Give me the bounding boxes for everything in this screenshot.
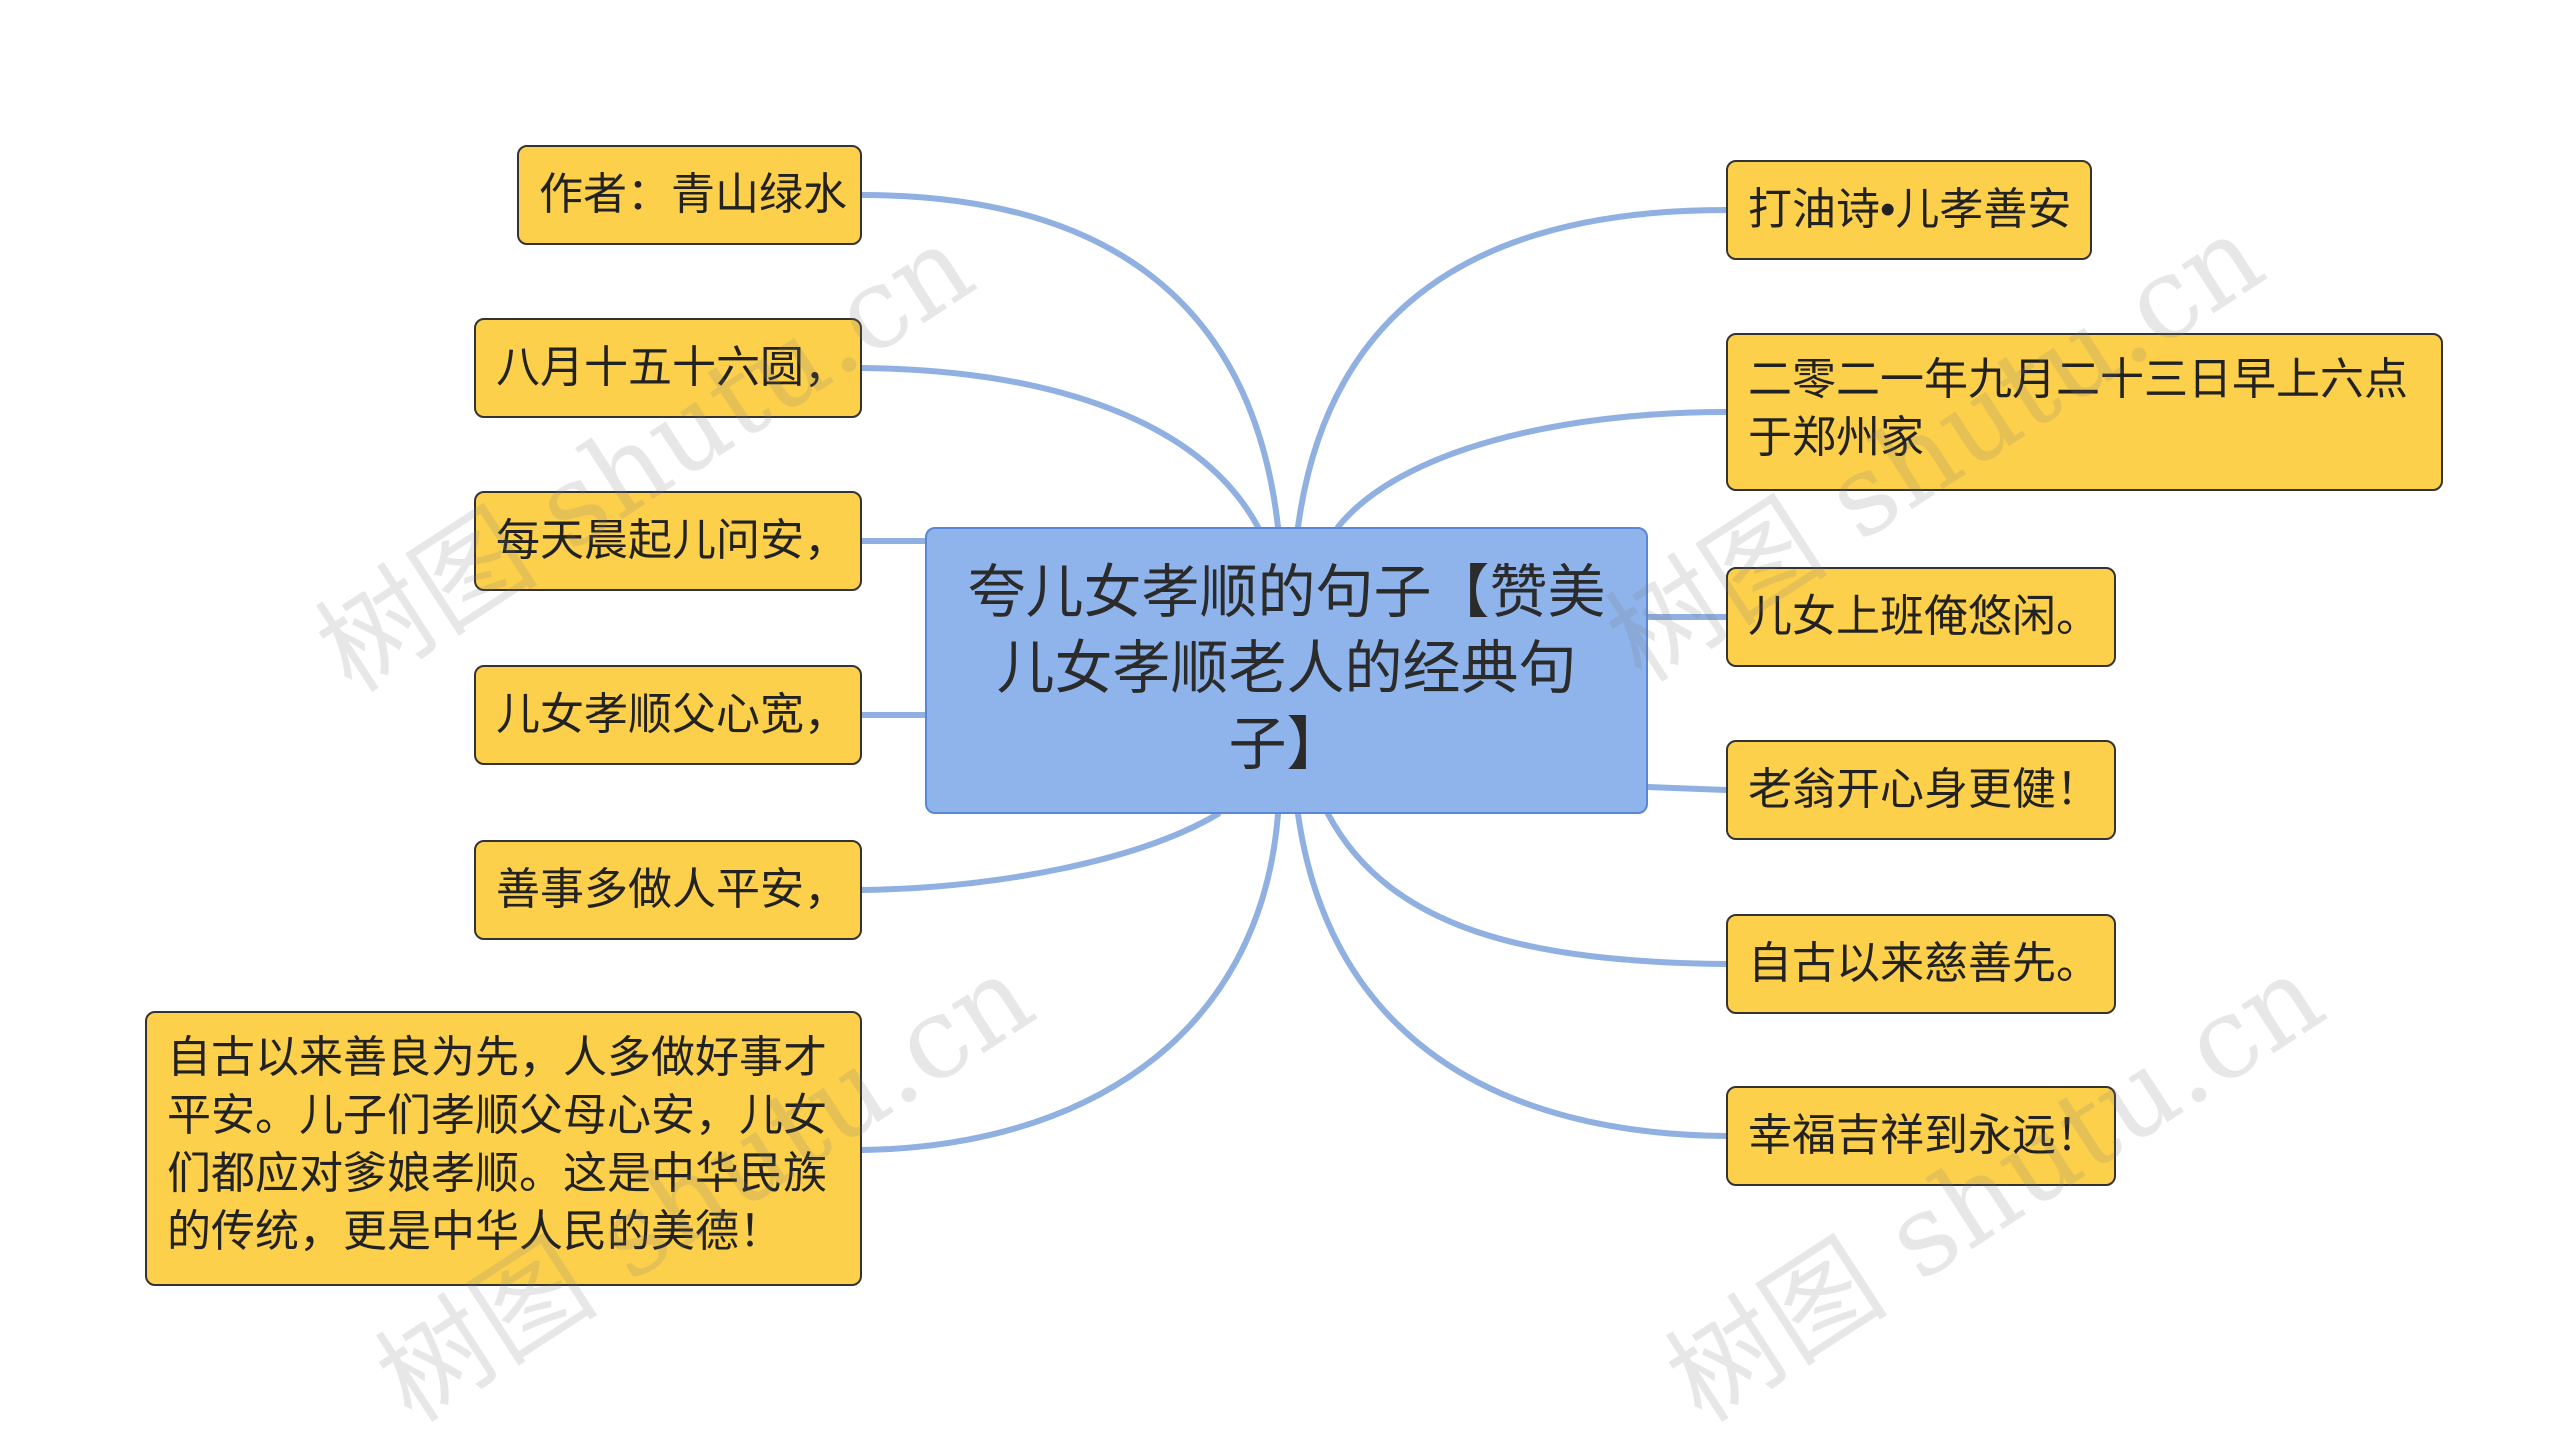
left-node-5[interactable]: 善事多做人平安， bbox=[474, 840, 862, 940]
edge-right-2 bbox=[1335, 409, 1729, 530]
right-node-1[interactable]: 打油诗•儿孝善安 bbox=[1726, 160, 2092, 260]
edge-right-6 bbox=[1295, 811, 1729, 1139]
edge-left-5 bbox=[859, 811, 1221, 893]
root-topic[interactable]: 夸儿女孝顺的句子【赞美儿女孝顺老人的经典句子】 bbox=[925, 527, 1648, 814]
edge-right-4 bbox=[1645, 784, 1729, 793]
right-node-6[interactable]: 幸福吉祥到永远！ bbox=[1726, 1086, 2116, 1186]
right-node-2[interactable]: 二零二一年九月二十三日早上六点于郑州家 bbox=[1726, 333, 2443, 491]
edge-right-1 bbox=[1295, 207, 1729, 530]
right-node-4[interactable]: 老翁开心身更健！ bbox=[1726, 740, 2116, 840]
right-node-5[interactable]: 自古以来慈善先。 bbox=[1726, 914, 2116, 1014]
left-node-4[interactable]: 儿女孝顺父心宽， bbox=[474, 665, 862, 765]
edge-right-5 bbox=[1325, 811, 1729, 967]
edge-left-2 bbox=[859, 365, 1261, 530]
left-node-3[interactable]: 每天晨起儿问安， bbox=[474, 491, 862, 591]
edge-left-6 bbox=[859, 811, 1281, 1153]
right-node-3[interactable]: 儿女上班俺悠闲。 bbox=[1726, 567, 2116, 667]
edge-left-1 bbox=[859, 192, 1281, 530]
left-node-1[interactable]: 作者：青山绿水 bbox=[517, 145, 862, 245]
left-node-2[interactable]: 八月十五十六圆， bbox=[474, 318, 862, 418]
connector-lines bbox=[859, 192, 1729, 1153]
left-node-6[interactable]: 自古以来善良为先，人多做好事才平安。儿子们孝顺父母心安，儿女们都应对爹娘孝顺。这… bbox=[145, 1011, 862, 1286]
